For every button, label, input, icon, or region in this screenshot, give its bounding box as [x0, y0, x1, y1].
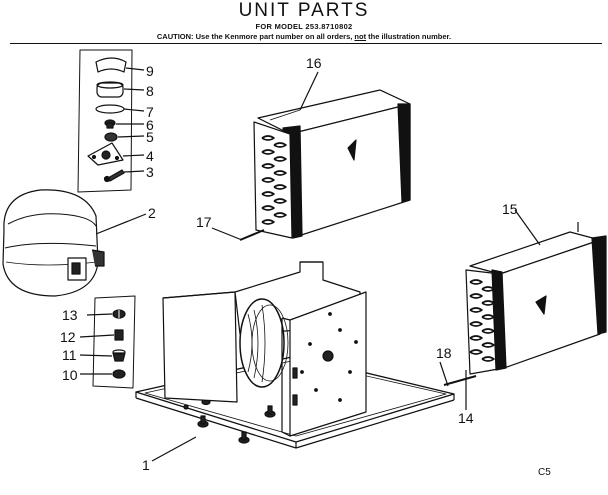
page-title: UNIT PARTS	[238, 0, 370, 21]
callout-10: 10	[62, 367, 78, 383]
callout-18: 18	[436, 345, 452, 361]
part-3-clip	[107, 169, 125, 182]
part-4-plate	[87, 142, 124, 166]
callout-7: 7	[146, 104, 154, 120]
callout-15: 15	[502, 201, 518, 217]
callout-4: 4	[146, 148, 154, 164]
caution-suffix: the illustration number.	[366, 32, 452, 41]
callout-1: 1	[142, 457, 150, 473]
caution-not: not	[354, 32, 367, 41]
part-15-condenser-coil	[439, 209, 607, 410]
part-2-compressor	[2, 189, 147, 297]
header-rule	[10, 43, 602, 44]
callout-3: 3	[146, 164, 154, 180]
callout-5: 5	[146, 129, 154, 145]
fan-shroud-assembly	[162, 261, 367, 437]
caution-prefix: CAUTION: Use the Kenmore part number on …	[156, 32, 355, 41]
small-parts-panel	[77, 49, 145, 193]
callouts: 9 8 7 6 5 4 3 2 13 12 11 10 1 16 17 15 1…	[60, 55, 551, 478]
callout-6: 6	[146, 117, 154, 133]
part-7-ring	[95, 104, 125, 114]
part-9-bracket	[95, 57, 127, 73]
callout-16: 16	[306, 55, 322, 71]
callout-14: 14	[458, 410, 474, 426]
callout-2: 2	[148, 205, 156, 221]
page-code: C5	[538, 467, 551, 478]
grommet-panel	[79, 295, 136, 389]
part-1-base-pan	[135, 355, 455, 462]
callout-13: 13	[62, 307, 78, 323]
callout-9: 9	[146, 63, 154, 79]
callout-12: 12	[60, 329, 76, 345]
model-line: FOR MODEL 253.8710802	[255, 22, 353, 31]
part-5-washer	[104, 132, 118, 142]
part-8-mount	[96, 81, 124, 98]
part-6-grommet	[104, 119, 116, 129]
callout-17: 17	[196, 214, 212, 230]
callout-11: 11	[62, 347, 77, 363]
part-16-evaporator-coil	[211, 71, 411, 241]
caution-line: CAUTION: Use the Kenmore part number on …	[0, 32, 608, 41]
callout-8: 8	[146, 83, 154, 99]
